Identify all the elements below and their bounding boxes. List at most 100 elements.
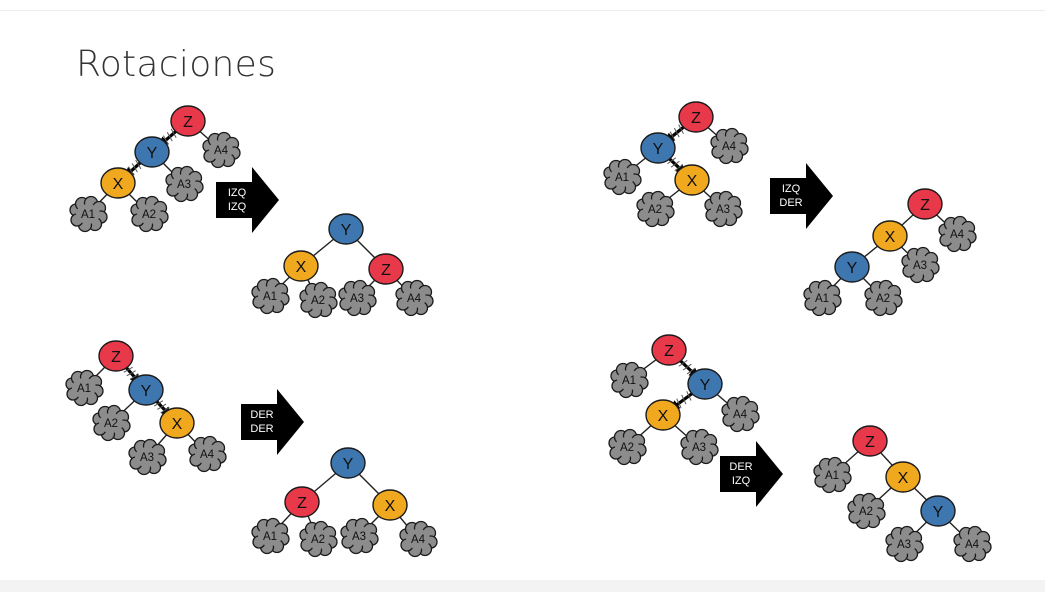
arrow-scribble [674, 164, 684, 172]
subtree-leaf-a3 [885, 525, 924, 563]
subtree-leaf-a1 [69, 195, 108, 233]
subtree-leaf-a3 [128, 438, 167, 476]
node-z [678, 101, 714, 133]
node-label: X [172, 416, 183, 433]
subtree-label: A2 [620, 442, 634, 454]
subtree-label: A3 [897, 539, 911, 551]
node-label: X [687, 173, 698, 190]
arrow-scribble [131, 163, 138, 173]
node-label: X [113, 176, 124, 193]
node-label: X [658, 408, 669, 425]
tree-before-1: Z Y X A1 A2 A3 A4 [69, 105, 241, 233]
subtree-leaf-a4 [399, 520, 438, 558]
arrow-scribble [673, 127, 680, 138]
node-label: Z [664, 343, 674, 360]
node-label: Y [341, 222, 352, 239]
node-label: X [898, 470, 909, 487]
subtree-leaf-a2 [636, 190, 675, 228]
subtree-leaf-a2 [847, 492, 886, 530]
subtree-leaf-a4 [188, 435, 227, 473]
node-x [159, 407, 195, 439]
arrow-scribble [681, 394, 687, 405]
node-y [134, 136, 170, 168]
black-arrow-shape [241, 389, 304, 455]
arrow-scribble [128, 166, 135, 176]
node-y [330, 447, 366, 479]
subtree-leaf-a1 [251, 517, 290, 555]
arrow-scribble [123, 366, 133, 373]
arrow-scribble [669, 131, 676, 141]
node-z [907, 188, 943, 220]
subtree-label: A1 [81, 209, 95, 221]
slide-title: Rotaciones [76, 44, 277, 85]
subtree-leaf-a4 [395, 279, 434, 317]
node-z [852, 425, 888, 457]
node-x [872, 220, 908, 252]
node-y [640, 132, 676, 164]
subtree-label: A1 [263, 291, 277, 303]
subtree-label: A3 [716, 204, 730, 216]
subtree-label: A2 [311, 295, 325, 307]
subtree-leaf-a1 [803, 279, 842, 317]
arrow-scribble [166, 132, 173, 142]
subtree-label: A4 [200, 449, 215, 461]
subtree-leaf-a2 [92, 404, 131, 442]
subtree-leaf-a3 [901, 246, 940, 284]
subtree-leaf-a1 [813, 456, 852, 494]
subtree-leaf-a3 [338, 279, 377, 317]
subtree-label: A1 [825, 470, 839, 482]
arrow-scribble [129, 373, 140, 380]
operation-label: DER [779, 197, 802, 209]
subtree-leaf-a4 [953, 525, 992, 563]
top-divider [0, 10, 1045, 11]
node-label: Y [343, 456, 354, 473]
subtree-leaf-a1 [65, 369, 104, 407]
subtree-leaf-a3 [680, 428, 719, 466]
node-y [128, 374, 164, 406]
subtree-label: A2 [142, 209, 156, 221]
node-x [283, 250, 319, 282]
subtree-label: A1 [615, 172, 629, 184]
operation-label: IZQ [228, 201, 247, 213]
node-label: Z [183, 114, 193, 131]
bottom-band [0, 580, 1045, 592]
node-z [284, 486, 320, 518]
subtree-label: A3 [177, 179, 191, 191]
operation-label: IZQ [732, 475, 751, 487]
subtree-leaf-a2 [299, 520, 338, 558]
arrow-scribble [170, 128, 177, 139]
node-label: X [385, 498, 396, 515]
node-label: Z [920, 197, 930, 214]
subtree-label: A2 [876, 293, 890, 305]
node-label: Y [147, 145, 158, 162]
subtree-leaf-a4 [938, 215, 977, 253]
subtree-label: A4 [214, 145, 229, 157]
node-x [100, 167, 136, 199]
subtree-label: A2 [311, 534, 325, 546]
arrow-scribble [126, 370, 136, 377]
arrow-scribble [153, 400, 164, 407]
arrow-scribble [667, 157, 677, 165]
node-z [368, 253, 404, 285]
subtree-label: A4 [407, 293, 422, 305]
subtree-label: A4 [722, 141, 737, 153]
subtree-label: A3 [352, 531, 366, 543]
node-x [372, 489, 408, 521]
black-arrow-shape [216, 167, 279, 233]
arrow-scribble [678, 124, 684, 134]
arrow-scribble [678, 359, 688, 367]
arrow-scribble [670, 160, 680, 168]
arrow-scribble [686, 391, 692, 401]
node-label: X [296, 259, 307, 276]
subtree-leaf-a1 [251, 277, 290, 315]
subtree-leaf-a3 [340, 517, 379, 555]
node-x [674, 164, 710, 196]
subtree-label: A3 [140, 452, 154, 464]
black-arrow-shape [720, 441, 783, 507]
node-y [328, 213, 364, 245]
subtree-label: A4 [733, 409, 748, 421]
